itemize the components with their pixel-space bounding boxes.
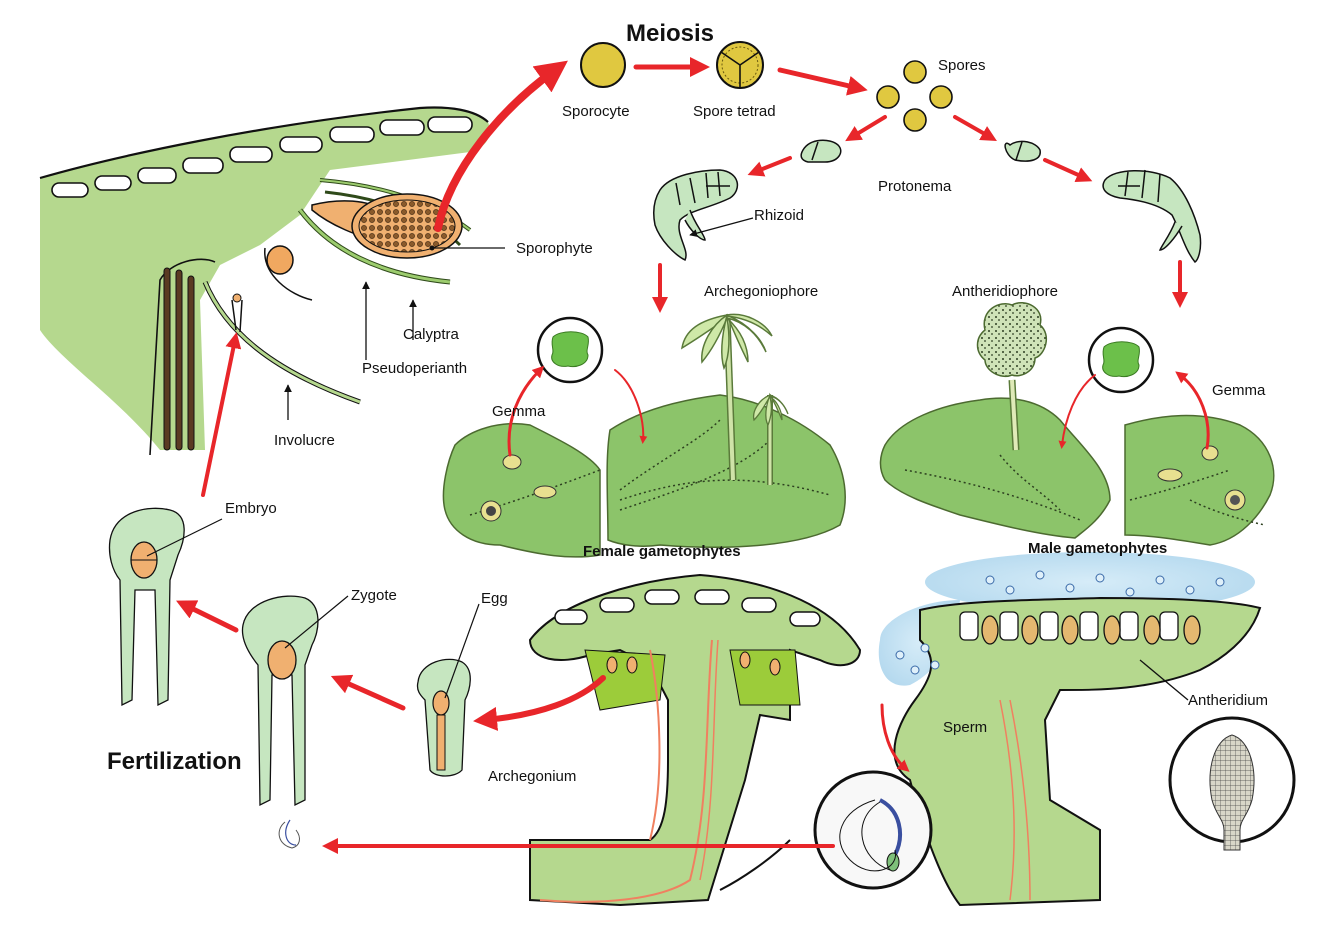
spores-cluster [876,60,953,132]
egg-archegonium [416,658,471,777]
antheridium-pointer [1139,659,1189,701]
sporocyte-cell [580,42,626,88]
arrow-gemma-female-down [614,369,648,444]
arrow-gemma-male-down [1058,374,1096,449]
arrow-gemma-female-up [507,365,545,457]
arrow-sporophyte-to-sporocyte [434,60,568,232]
label-antheridiophore: Antheridiophore [952,283,1058,300]
label-female-gametophytes: Female gametophytes [583,543,741,560]
label-pseudoperianth: Pseudoperianth [362,360,468,377]
stage-title-meiosis: Meiosis [626,20,715,47]
spore-tetrad-cell [716,41,764,89]
label-embryo: Embryo [225,500,277,517]
zygote-archegonium [241,595,319,807]
protonema-right [1004,140,1202,263]
water-droplet [925,552,1255,612]
label-involucre: Involucre [274,432,335,449]
antheridiophore-section-illustration [813,552,1296,907]
sperm-small-icon [278,819,300,849]
label-sperm: Sperm [943,719,988,736]
label-egg: Egg [481,590,508,607]
arrow-protonema-left-grow [747,156,792,177]
label-gemma-female: Gemma [492,403,546,420]
female-gametophytes-illustration [442,313,846,558]
arrow-spores-to-protonema-left [845,115,887,142]
rhizoid-pointer [689,217,754,237]
label-archegoniophore: Archegoniophore [704,283,819,300]
label-male-gametophytes: Male gametophytes [1028,540,1168,557]
arrow-protonema-right-grow [1043,158,1093,183]
archegonium-pointers [146,518,480,699]
label-protonema: Protonema [878,178,952,195]
arrow-spores-to-protonema-right [953,115,997,141]
label-archegonium: Archegonium [488,768,577,785]
label-sporophyte: Sporophyte [516,240,593,257]
archegoniophore-section-illustration [528,573,862,907]
arrow-zygote-to-embryo [176,600,239,633]
meiosis-row [580,41,953,132]
stage-title-fertilization: Fertilization [107,748,242,775]
label-zygote: Zygote [351,587,397,604]
label-antheridium: Antheridium [1188,692,1269,709]
arrow-egg-to-zygote [330,674,406,711]
arrow-archegonium-to-egg [473,675,606,731]
arrow-tetrad-to-spores [777,67,868,96]
cycle-arrows [176,57,1210,854]
label-rhizoid: Rhizoid [754,207,805,224]
label-spores: Spores [938,57,986,74]
male-gametophytes-illustration [879,302,1275,546]
protonema-left [653,139,842,262]
arrow-gemma-male-up [1175,371,1210,450]
label-sporocyte: Sporocyte [562,103,630,120]
embryo-archegonium [108,507,185,707]
label-calyptra: Calyptra [403,326,459,343]
label-gemma-male: Gemma [1212,382,1266,399]
arrow-sperm-from-droplet [880,703,910,772]
arrow-embryo-to-sporophyte [201,332,242,497]
label-spore-tetrad: Spore tetrad [693,103,776,120]
sporophyte-section-illustration [39,106,505,456]
